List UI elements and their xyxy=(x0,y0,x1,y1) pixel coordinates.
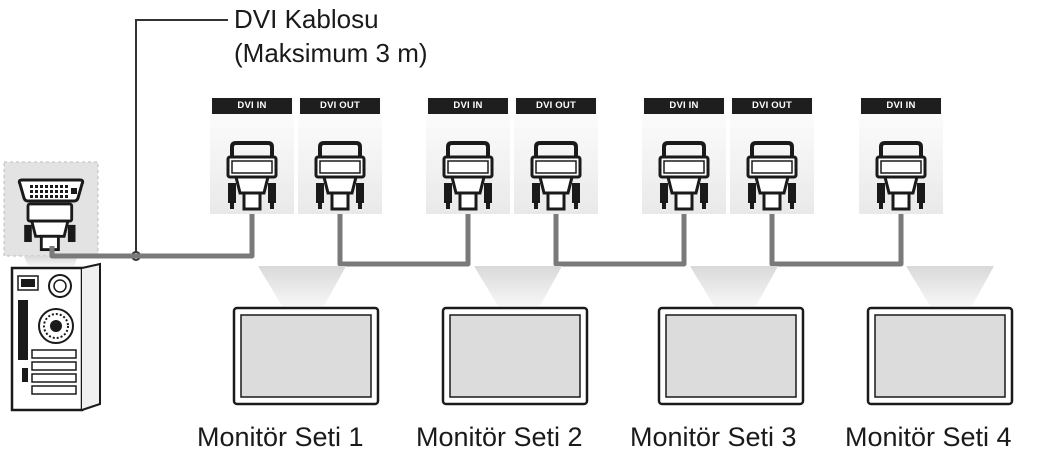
pc-port-panel xyxy=(3,161,99,266)
port-tag-dvi-out-3: DVI OUT xyxy=(732,98,812,114)
desktop-pc-icon xyxy=(10,262,101,412)
port-beams xyxy=(258,266,994,306)
monitor-4-label: Monitör Seti 4 xyxy=(845,422,1012,452)
port-tag-dvi-in-3: DVI IN xyxy=(644,98,724,114)
monitor-1-label: Monitör Seti 1 xyxy=(197,422,364,452)
monitor-icon xyxy=(441,306,589,406)
pc-dvi-socket xyxy=(17,178,85,203)
port-tag-dvi-in-2: DVI IN xyxy=(428,98,508,114)
cable-label-leader xyxy=(135,19,228,256)
monitor-icon xyxy=(232,306,380,406)
monitor-icon xyxy=(657,306,805,406)
port-tag-dvi-out-2: DVI OUT xyxy=(516,98,596,114)
monitor-3-port-panel xyxy=(642,96,814,214)
monitor-icon xyxy=(866,306,1014,406)
monitor-2-label: Monitör Seti 2 xyxy=(416,422,583,452)
cable-label-title: DVI Kablosu xyxy=(234,4,379,34)
cable-label-length: (Maksimum 3 m) xyxy=(234,38,428,68)
port-tag-dvi-out-1: DVI OUT xyxy=(300,98,380,114)
monitor-2-port-panel xyxy=(426,96,598,214)
port-tag-dvi-in-4: DVI IN xyxy=(861,98,941,114)
dvi-cable xyxy=(49,206,904,267)
monitor-3-label: Monitör Seti 3 xyxy=(630,422,797,452)
monitor-1-port-panel xyxy=(210,96,382,214)
pc-dvi-plug xyxy=(24,202,76,252)
port-tag-dvi-in-1: DVI IN xyxy=(212,98,292,114)
monitor-4-port-panel xyxy=(859,96,943,214)
